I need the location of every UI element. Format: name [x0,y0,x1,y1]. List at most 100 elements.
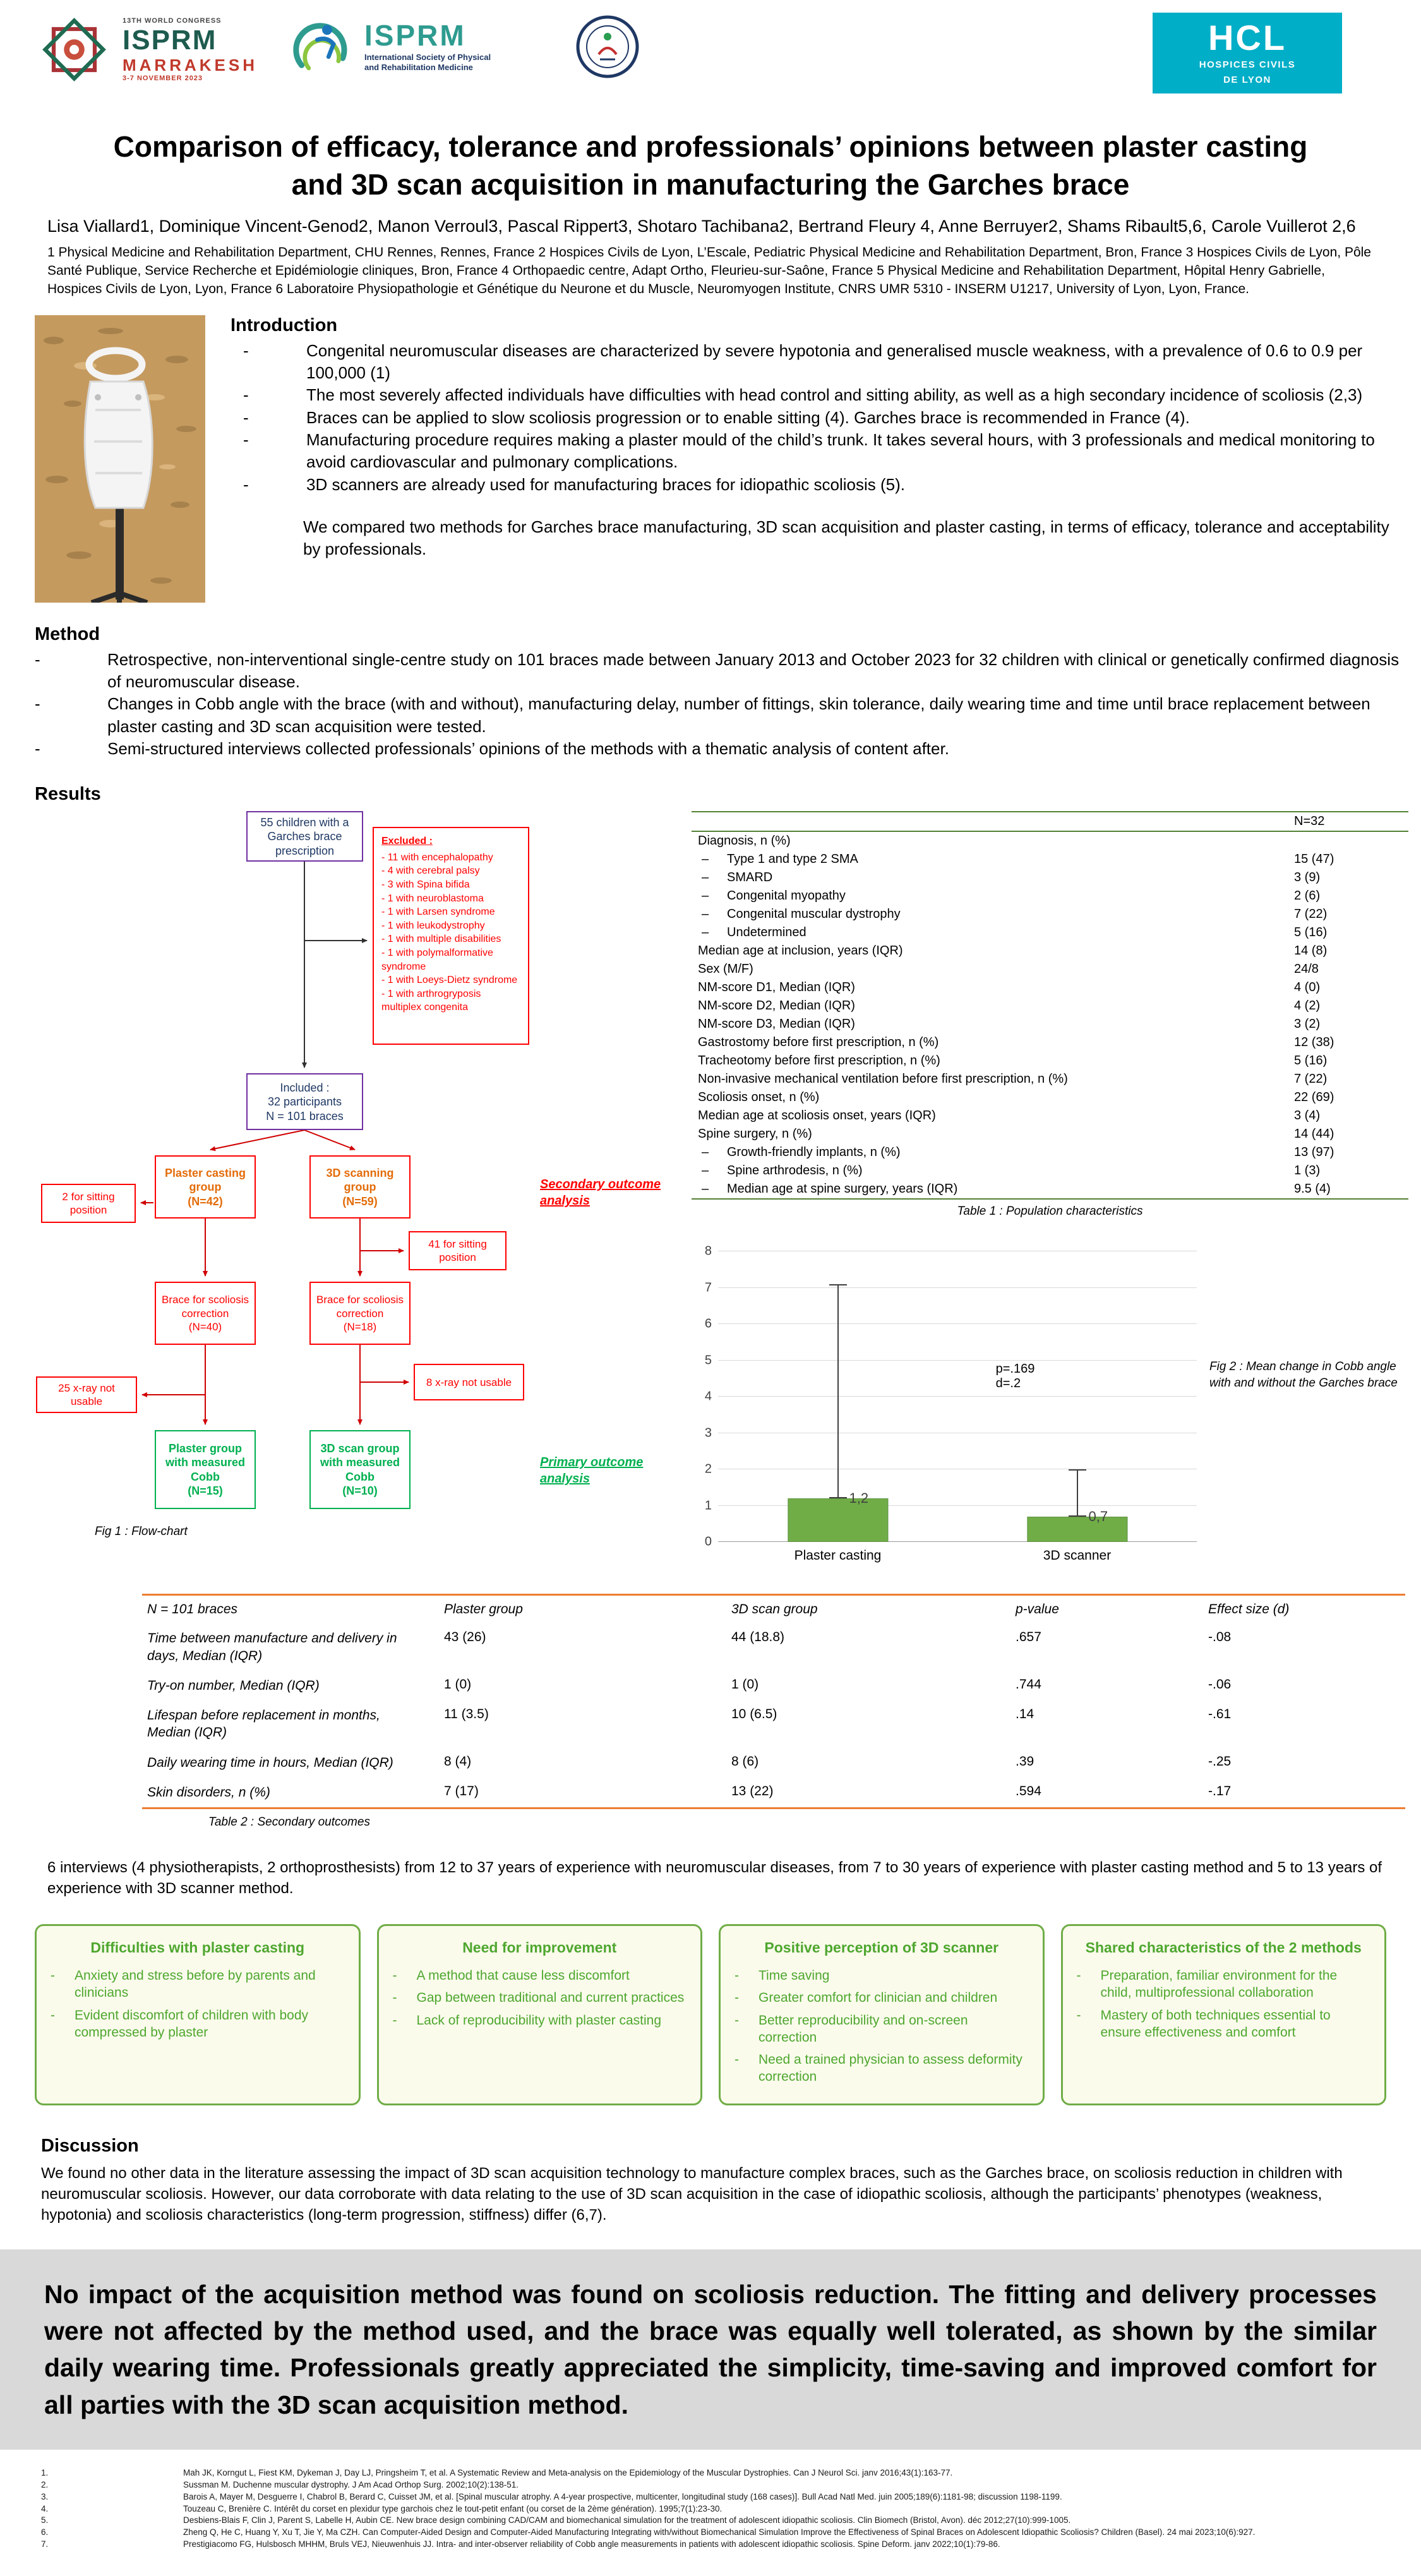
intro-bullet: 3D scanners are already used for manufac… [243,474,1408,496]
reference-item: Desbiens-Blais F, Clin J, Parent S, Labe… [183,2515,1071,2525]
references-section: Mah JK, Korngut L, Fiest KM, Dykeman J, … [0,2450,1421,2576]
theme-bullets: Preparation, familiar environment for th… [1077,1967,1371,2041]
bullet-dash [51,2007,75,2042]
interviews-summary: 6 interviews (4 physiotherapists, 2 orth… [47,1859,1382,1897]
bullet-dash [393,2012,417,2029]
flowchart-fig1: 55 children with a Garches brace prescri… [35,811,673,1556]
y-tick-label: 1 [704,1498,712,1513]
brace-photo-illustration [35,315,205,605]
table1-caption: Table 1 : Population characteristics [957,1205,1143,1219]
flowchart-box-included: Included : 32 participants N = 101 brace… [246,1073,363,1131]
method-section: Method Retrospective, non-interventional… [35,624,1408,761]
table2-header-p: p-value [1016,1602,1059,1617]
table2-row: Try-on number, Median (IQR) 1 (0) 1 (0) … [147,1676,1232,1693]
isprm-swoosh-icon [293,23,347,71]
flowchart-box-brace-n18: Brace for scoliosis correction (N=18) [309,1282,411,1345]
table2-header-plaster: Plaster group [444,1602,523,1617]
gridline [718,1396,1197,1397]
introduction-heading: Introduction [231,315,338,335]
method-bullet: Changes in Cobb angle with the brace (wi… [35,693,1408,738]
bullet-dash [243,340,306,385]
bullet-dash [243,384,306,406]
flowchart-box-excluded: Excluded : 11 with encephalopathy 4 with… [373,827,529,1045]
theme-bullet: A method that cause less discomfort [393,1967,687,1984]
bullet-dash [1077,1967,1101,2002]
isprm-congress-logo: 13TH WORLD CONGRESS ISPRM MARRAKESH 3-7 … [35,10,258,89]
primary-outcome-note: Primary outcome analysis [540,1455,644,1486]
table1-row: Growth-friendly implants, n (%) 13 (97) [692,1143,1408,1162]
congress-name: ISPRM [123,25,217,56]
table1-row: Median age at scoliosis onset, years (IQ… [698,1109,1321,1123]
gridline [718,1505,1197,1506]
isprm-logo: ISPRM International Society of Physical … [286,10,491,81]
table2-header-effect: Effect size (d) [1208,1602,1290,1617]
flowchart-box-41-sitting: 41 for sitting position [409,1231,507,1271]
table1-row: Diagnosis, n (%) [698,834,791,848]
bullet-dash [734,2051,758,2086]
theme-title: Shared characteristics of the 2 methods [1085,1939,1362,1956]
intro-bullet: Braces can be applied to slow scoliosis … [243,407,1408,429]
congress-dates: 3-7 NOVEMBER 2023 [123,74,203,82]
bullet-dash [734,1989,758,2006]
table1-row: Spine arthrodesis, n (%) 1 (3) [692,1162,1408,1180]
excluded-item: 1 with neuroblastoma [381,892,520,906]
fig2-caption: Fig 2 : Mean change in Cobb angle with a… [1209,1360,1398,1390]
y-tick-label: 7 [704,1280,712,1295]
y-tick-label: 5 [704,1353,712,1368]
bar-value-label: 1,2 [849,1490,869,1507]
theme-bullet: Better reproducibility and on-screen cor… [734,2012,1029,2047]
table1-row: Congenital myopathy 2 (6) [692,887,1408,905]
population-table: N=32 Diagnosis, n (%) Type 1 and type 2 … [692,811,1408,1200]
reference-item: Touzeau C, Brenière C. Intérêt du corset… [183,2503,722,2513]
somareh-logo [576,15,639,81]
excluded-item: 11 with encephalopathy [381,851,520,865]
somareh-emblem-icon [576,15,639,78]
reference-item: Mah JK, Korngut L, Fiest KM, Dykeman J, … [183,2467,953,2477]
bullet-dash [243,474,306,496]
excluded-item: 4 with cerebral palsy [381,864,520,878]
congress-city: MARRAKESH [123,55,258,75]
y-tick-label: 2 [704,1462,712,1476]
table1-row: Median age at spine surgery, years (IQR)… [692,1180,1408,1198]
theme-box: Shared characteristics of the 2 methods … [1060,1924,1386,2105]
theme-bullet: Preparation, familiar environment for th… [1077,1967,1371,2002]
introduction-section: Introduction Congenital neuromuscular di… [35,315,1408,605]
table1-header-row: N=32 [692,812,1408,833]
excluded-item: 1 with Larsen syndrome [381,905,520,919]
flowchart-box-3d-group: 3D scanning group (N=59) [309,1155,411,1219]
gridline [718,1541,1197,1543]
table1-row: Scoliosis onset, n (%) 22 (69) [698,1090,1334,1105]
method-bullet: Semi-structured interviews collected pro… [35,738,1408,760]
theme-bullet: Mastery of both techniques essential to … [1077,2007,1371,2042]
flowchart-box-brace-n40: Brace for scoliosis correction (N=40) [155,1282,256,1345]
excluded-item: 1 with arthrogryposis multiplex congenit… [381,987,520,1014]
hcl-subtitle-2: DE LYON [1223,75,1271,85]
table1-row: Median age at inclusion, years (IQR) 14 … [698,944,1328,958]
bar-1 [787,1498,889,1543]
table1-row: SMARD 3 (9) [692,869,1408,887]
flowchart-box-8-xray: 8 x-ray not usable [414,1364,524,1401]
y-tick-label: 0 [704,1534,712,1549]
excluded-item: 1 with Loeys-Dietz syndrome [381,973,520,987]
bullet-dash [35,738,107,760]
discussion-text: We found no other data in the literature… [41,2164,1343,2224]
hcl-name: HCL [1208,18,1287,57]
table2-row: Skin disorders, n (%) 7 (17) 13 (22) .59… [147,1784,1232,1800]
intro-bullet: Manufacturing procedure requires making … [243,429,1408,474]
reference-item: Prestigiacomo FG, Hulsbosch MHHM, Bruls … [183,2539,1000,2549]
table2-header-scan: 3D scan group [731,1602,818,1617]
bullet-dash [51,1967,75,2002]
excluded-item: 1 with multiple disabilities [381,932,520,946]
theme-title: Difficulties with plaster casting [90,1939,305,1956]
flowchart-box-plaster-group: Plaster casting group (N=42) [155,1155,256,1219]
introduction-closing: We compared two methods for Garches brac… [303,517,1389,559]
method-bullets: Retrospective, non-interventional single… [35,649,1408,761]
theme-box: Positive perception of 3D scanner Time s… [719,1924,1045,2105]
hcl-subtitle-1: HOSPICES CIVILS [1199,59,1296,70]
bullet-dash [393,1967,417,1984]
